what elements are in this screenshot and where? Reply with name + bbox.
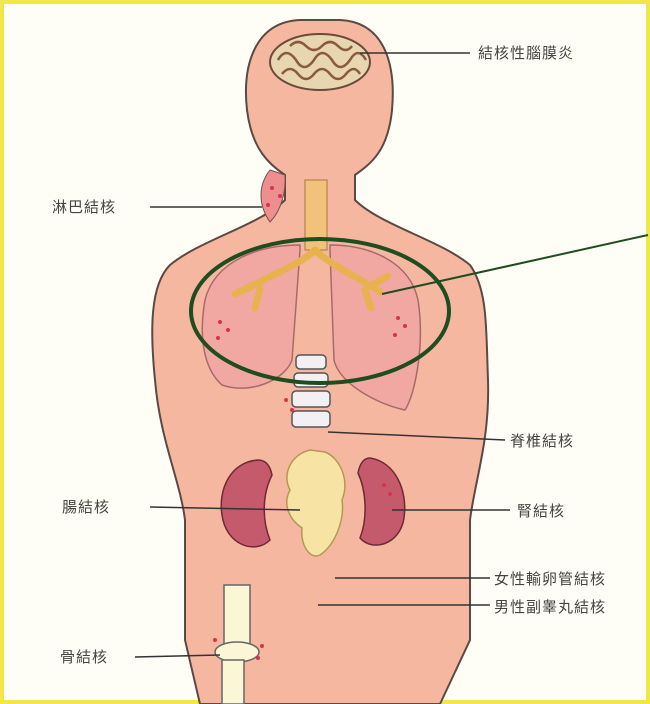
label-fallopian: 女性輸卵管結核	[494, 568, 606, 589]
label-bone: 骨結核	[60, 646, 108, 667]
label-epididymis: 男性副睾丸結核	[494, 596, 606, 617]
brain	[270, 34, 370, 90]
label-kidney: 腎結核	[517, 500, 565, 521]
spine	[292, 355, 330, 427]
label-spine: 脊椎結核	[510, 430, 574, 451]
label-intestine: 腸結核	[62, 496, 110, 517]
label-meningitis: 結核性腦膜炎	[478, 42, 574, 63]
label-lymph: 淋巴結核	[52, 196, 116, 217]
